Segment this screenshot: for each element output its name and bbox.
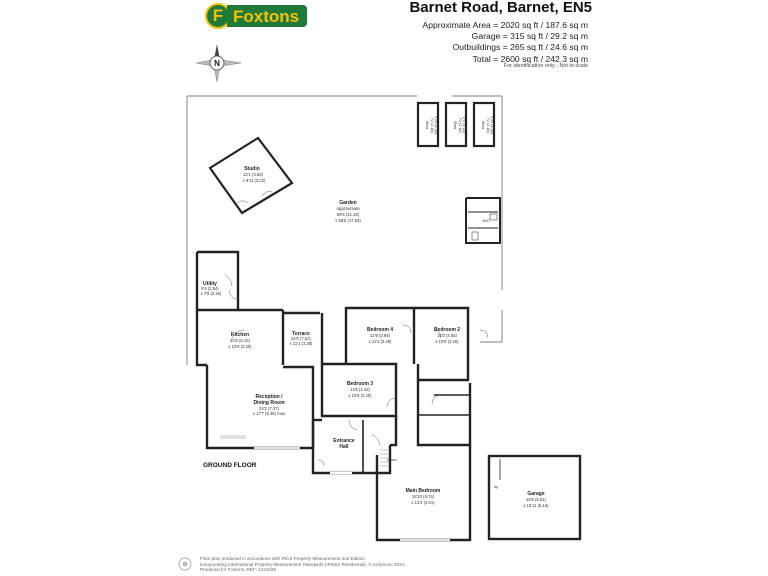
- kitchen-dim2: x 10'6 (3.20): [228, 344, 252, 349]
- shed3-dim1: 7'2 (2.18): [486, 117, 490, 132]
- scale-note: For identification only - Not to scale: [503, 63, 588, 69]
- shed2-dim2: x 4' (1.22): [462, 117, 466, 133]
- bedroom4-dim2: x 11'4 (3.45): [369, 339, 392, 344]
- bedroom4-name: Bedroom 4: [367, 327, 393, 333]
- shed3-name: Shed: [481, 121, 485, 129]
- shed2-dim1: 7'2 (2.18): [458, 117, 462, 132]
- garage-dim1: 18'5 (5.61): [526, 497, 546, 502]
- foxtons-logo: F Foxtons: [205, 3, 308, 29]
- garden-dim3: x 58'6 (17.83): [335, 218, 361, 223]
- compass-label: N: [214, 59, 220, 68]
- sheds: [416, 101, 496, 148]
- utility-dim1: 9'4 (2.84): [201, 286, 219, 291]
- utility-dim2: x 7'5 (2.26): [201, 291, 222, 296]
- studio-outbuilding: [208, 136, 294, 215]
- wc-room: [465, 197, 501, 244]
- area-garage: Garage = 315 sq ft / 29.2 sq m: [471, 31, 588, 42]
- area-summary: Approximate Area = 2020 sq ft / 187.6 sq…: [422, 20, 588, 65]
- garage-outline: [487, 454, 582, 541]
- stairs: [380, 449, 390, 467]
- bedroom3-dim1: 14'6 (4.42): [350, 387, 370, 392]
- bedroom3-name: Bedroom 3: [347, 381, 373, 387]
- reception-name: Reception /: [256, 394, 284, 400]
- up-label: Up: [494, 485, 499, 489]
- rics-badge-icon: [178, 557, 192, 571]
- terrace-name: Terrace: [292, 331, 310, 337]
- bedroom2-dim1: 15'3 (4.65): [437, 333, 457, 338]
- logo-badge: F: [205, 3, 231, 29]
- garden-dim2: 69'5 (21.16): [337, 212, 360, 217]
- area-approx: Approximate Area = 2020 sq ft / 187.6 sq…: [422, 20, 588, 30]
- floor-label: GROUND FLOOR: [203, 462, 257, 469]
- bedroom4-dim1: 12'9 (3.89): [370, 333, 390, 338]
- footer-line-2: Incorporating International Property Mea…: [200, 561, 406, 567]
- bedroom3-dim2: x 10'6 (3.20): [348, 393, 372, 398]
- footer-line-3: Produced for Foxtons. REF: 1221028: [200, 567, 277, 573]
- wc-name: W/C: [483, 219, 490, 223]
- main-bedroom-dim2: x 13'2 (4.01): [411, 500, 435, 505]
- footer-line-1: Floor plan produced in accordance with R…: [200, 556, 366, 561]
- shed1-dim1: 7'2 (2.18): [430, 117, 434, 132]
- shed1-name: Shed: [425, 121, 429, 129]
- compass-icon: N: [195, 44, 242, 83]
- main-bedroom-name: Main Bedroom: [406, 488, 441, 494]
- shed3-dim2: x 3'4 (1.02): [490, 116, 494, 134]
- area-outbuildings: Outbuildings = 265 sq ft / 24.6 sq m: [452, 42, 588, 53]
- reception-dim2: x 17'7 (5.36) max: [253, 411, 286, 416]
- garden-name: Garden: [339, 200, 357, 206]
- door-arcs: [224, 274, 489, 467]
- studio-dim2: x 9'11 (3.02): [243, 178, 266, 183]
- utility-name: Utility: [203, 281, 217, 287]
- windows: [220, 435, 450, 542]
- terrace-dim2: x 11'1 (3.38): [290, 341, 313, 346]
- reception-dim1: 24'2 (7.37): [259, 406, 279, 411]
- garage-dim2: x 16'11 (5.16): [523, 503, 549, 508]
- bedroom2-dim2: x 10'8 (3.25): [435, 339, 459, 344]
- down-label: Down: [387, 458, 396, 462]
- shed2-name: Shed: [453, 121, 457, 129]
- bedroom2-name: Bedroom 2: [434, 327, 460, 333]
- studio-name: Studio: [244, 166, 260, 172]
- hall-name: Entrance: [333, 438, 355, 444]
- garden-dim1: Approximate: [336, 206, 360, 211]
- footer-credits: Floor plan produced in accordance with R…: [200, 556, 405, 573]
- shed1-dim2: x 4'8 (1.42): [434, 116, 438, 134]
- hall-name2: Hall: [339, 444, 349, 450]
- main-bedroom-dim1: 18'10 (5.74): [412, 494, 435, 499]
- area-total: Total = 2600 sq ft / 242.3 sq m: [472, 53, 588, 64]
- kitchen-name: Kitchen: [231, 332, 249, 338]
- garden-boundary: [186, 95, 503, 365]
- reception-name2: Dining Room: [253, 400, 285, 406]
- kitchen-dim1: 20'2 (6.15): [230, 338, 250, 343]
- terrace-dim1: 24'6 (7.52): [291, 336, 311, 341]
- studio-dim1: 12'1 (3.68): [243, 172, 263, 177]
- property-title: Barnet Road, Barnet, EN5: [409, 0, 592, 16]
- logo-wordmark: Foxtons: [227, 5, 308, 27]
- garage-name: Garage: [527, 491, 544, 497]
